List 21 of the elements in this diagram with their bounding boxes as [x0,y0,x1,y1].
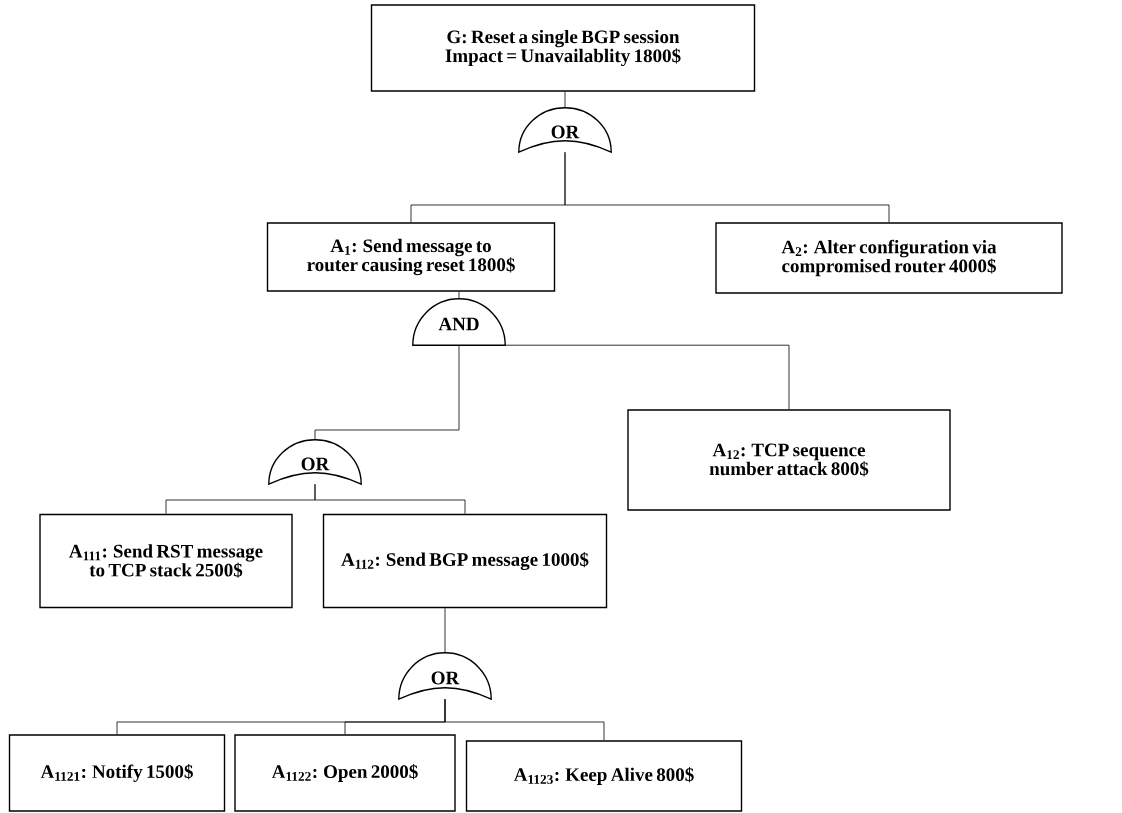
or-gate: OR [518,107,612,153]
event-box: A$_{1122}$: Open 2000$ [234,734,456,812]
connector-line [314,344,460,441]
or-gate: OR [268,439,362,485]
connector-line [444,698,605,741]
event-box: A$_{112}$: Send BGP message 1000$ [322,513,608,609]
event-box: A$_{2}$: Alter configuration via compromised router 4000$ [715,222,1063,294]
connector-line [564,91,566,109]
connector-line [444,607,446,654]
event-box: A$_{12}$: TCP sequence number attack 800$ [627,409,951,511]
event-box: A$_{111}$: Send RST message to TCP stack 2500$ [39,513,293,609]
event-box: A$_{1121}$: Notify 1500$ [8,734,226,812]
connector-line [314,483,466,515]
and-gate: AND [412,298,506,346]
or-gate: OR [398,652,492,700]
connector-line [564,151,890,223]
event-box: A$_{1}$: Send message to router causing reset 1800$ [266,222,556,292]
connector-line [458,291,460,300]
event-box: G: Reset a single BGP session Impact = Unavailablity 1800$ [370,4,756,92]
connector-line [504,344,790,410]
event-box: A$_{1123}$: Keep Alive 800$ [465,740,743,812]
